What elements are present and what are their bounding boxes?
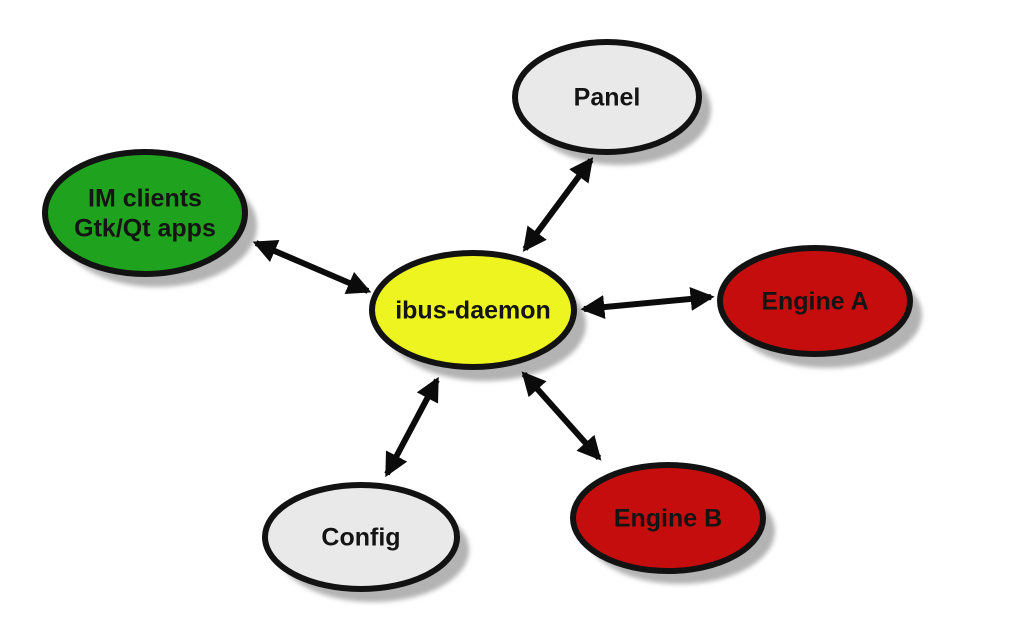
- config-label: Config: [321, 524, 400, 552]
- im-clients-label-line2: Gtk/Qt apps: [74, 215, 216, 243]
- ibus-daemon-label: ibus-daemon: [395, 297, 551, 325]
- engine-a-ellipse: [717, 245, 913, 357]
- node-engine-b: Engine B: [570, 462, 766, 574]
- edge-daemon-engine-b: [521, 371, 602, 461]
- ibus-daemon-ellipse: [369, 250, 577, 370]
- node-panel: Panel: [512, 39, 702, 155]
- node-config: Config: [262, 482, 460, 592]
- engine-a-label: Engine A: [761, 288, 868, 316]
- im-clients-label-line1: IM clients: [88, 185, 202, 213]
- engine-b-ellipse: [570, 462, 766, 574]
- engine-b-label: Engine B: [614, 505, 722, 533]
- edge-daemon-im-clients: [252, 240, 372, 294]
- edge-daemon-engine-a: [580, 286, 715, 320]
- diagram-edges: [252, 157, 715, 478]
- edge-daemon-config: [384, 376, 440, 478]
- edge-daemon-panel: [522, 157, 594, 252]
- panel-ellipse: [512, 39, 702, 155]
- node-engine-a: Engine A: [717, 245, 913, 357]
- im-clients-ellipse: [42, 149, 248, 277]
- node-ibus-daemon: ibus-daemon: [369, 250, 577, 370]
- panel-label: Panel: [574, 84, 641, 112]
- node-im-clients: IM clients Gtk/Qt apps: [42, 149, 248, 277]
- config-ellipse: [262, 482, 460, 592]
